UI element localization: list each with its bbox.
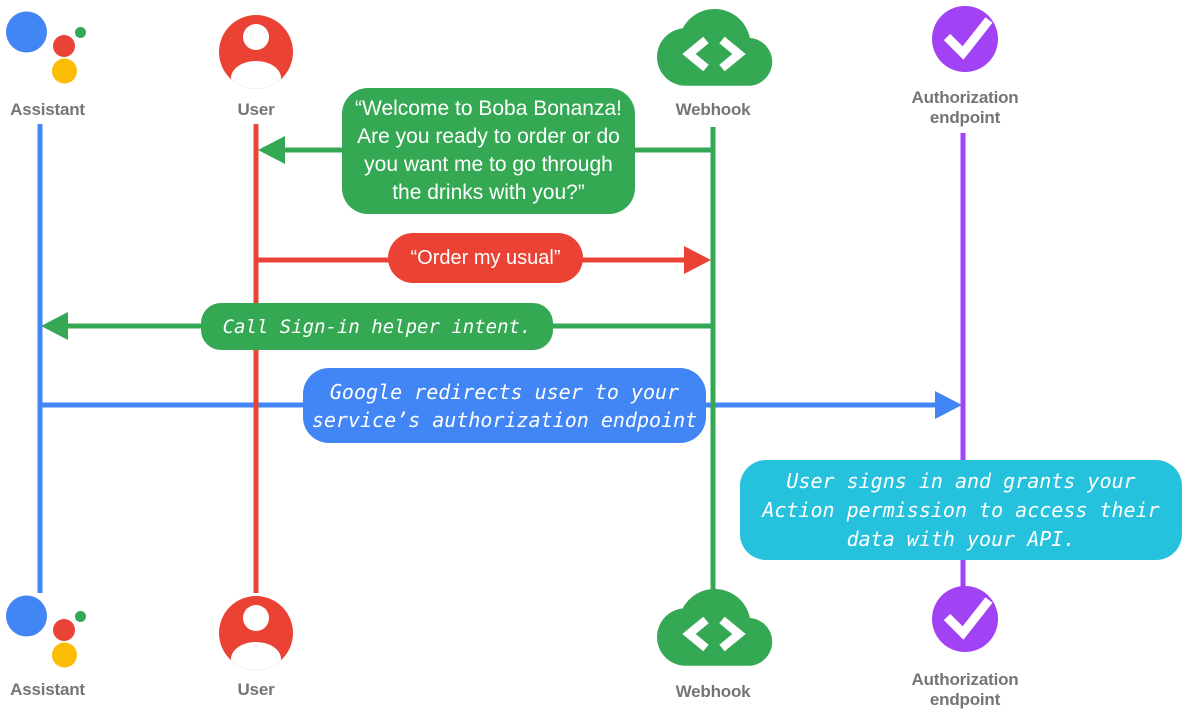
actor-label-assistant-bottom: Assistant — [10, 680, 85, 699]
assistant-logo-icon-bottom — [6, 595, 86, 668]
actor-label-auth-endpoint-bottom: Authorization endpoint — [911, 670, 1019, 709]
webhook-cloud-icon-bottom — [657, 589, 773, 666]
actor-label-user-top: User — [237, 100, 275, 119]
note-bubble-user-signs-in: User signs in and grants your Action per… — [740, 460, 1182, 560]
check-circle-icon — [932, 6, 998, 72]
actor-label-auth-endpoint-top: Authorization endpoint — [911, 88, 1019, 127]
message-bubble-signin-helper: Call Sign-in helper intent. — [201, 303, 553, 350]
actor-label-user-bottom: User — [237, 680, 275, 699]
check-circle-icon-bottom — [932, 586, 998, 652]
assistant-logo-icon — [6, 11, 86, 84]
actor-label-webhook-top: Webhook — [675, 100, 751, 119]
message-bubble-order-my-usual: “Order my usual” — [388, 233, 583, 283]
webhook-cloud-icon — [657, 8, 773, 86]
user-icon — [219, 15, 293, 89]
message-bubble-redirect: Google redirects user to your service’s … — [303, 368, 706, 443]
user-icon-bottom — [219, 596, 293, 670]
actor-label-webhook-bottom: Webhook — [675, 682, 751, 701]
message-bubble-welcome: “Welcome to Boba Bonanza! Are you ready … — [342, 88, 635, 214]
actor-label-assistant-top: Assistant — [10, 100, 85, 119]
